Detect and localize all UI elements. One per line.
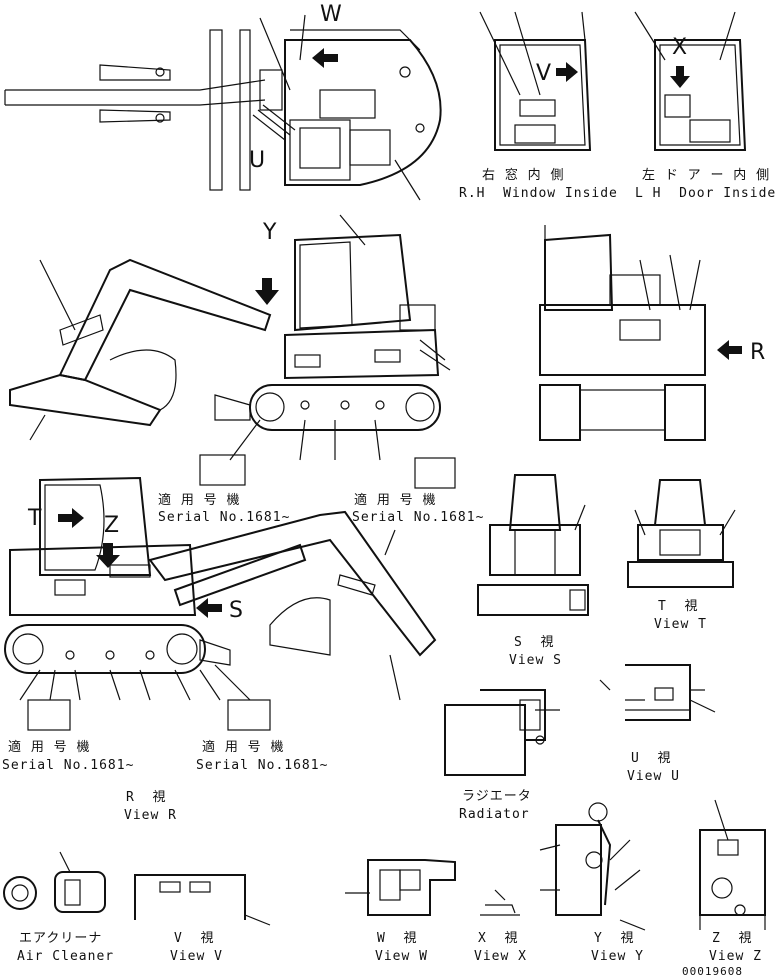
arrow-icon [312,48,338,68]
side-view-right-machine [9,214,456,489]
serial-label-en-1: Serial No.1681~ [158,510,291,525]
caption-view-u-en: View U [627,769,680,784]
serial-label-en-4: Serial No.1681~ [196,758,329,773]
view-t-seat [627,479,736,588]
view-u-illustration [625,664,716,721]
caption-view-z-jp: Z 視 [712,931,753,946]
caption-rh-window-en: R.H Window Inside [459,186,618,201]
serial-label-jp-4: 適 用 号 機 [202,740,285,755]
caption-radiator-jp: ラジエータ [462,789,532,804]
caption-air-cleaner-en: Air Cleaner [17,949,115,964]
top-view-machine [4,14,442,201]
arrow-icon [196,598,222,618]
caption-view-w-jp: W 視 [377,931,418,946]
view-s-seat [477,474,589,616]
serial-label-en-3: Serial No.1681~ [2,758,135,773]
caption-view-s-en: View S [509,653,562,668]
serial-label-jp-1: 適 用 号 機 [158,493,241,508]
caption-view-r-en: View R [124,808,177,823]
arrow-icon [670,66,690,88]
lh-door-view [634,11,747,151]
view-letter-w: W [320,2,342,27]
arrow-icon [58,508,84,528]
rear-view-machine [539,225,706,441]
caption-air-cleaner-jp: エアクリーナ [19,931,103,946]
caption-lh-door-en: L H Door Inside [635,186,775,201]
caption-lh-door-jp: 左 ド ア ー 内 側 [642,168,771,183]
caption-view-t-jp: T 視 [658,599,699,614]
caption-view-x-jp: X 視 [478,931,519,946]
caption-rh-window-jp: 右 窓 内 側 [482,168,565,183]
view-w-illustration [345,859,456,916]
caption-view-v-jp: V 視 [174,931,215,946]
air-cleaner-illustration [3,851,106,913]
caption-view-w-en: View W [375,949,428,964]
caption-view-x-en: View X [474,949,527,964]
caption-view-u-jp: U 視 [631,751,672,766]
caption-view-z-en: View Z [709,949,762,964]
view-x-illustration [480,889,520,916]
view-letter-z: Z [104,513,120,538]
serial-label-jp-2: 適 用 号 機 [354,493,437,508]
caption-view-r-jp: R 視 [126,790,167,805]
arrow-icon [96,543,120,568]
arrow-icon [556,62,578,82]
caption-view-y-jp: Y 視 [594,931,635,946]
side-view-left-machine [4,476,437,731]
arrow-icon [255,278,279,305]
view-z-illustration [699,799,766,930]
view-v-illustration [134,874,271,926]
view-letter-u: U [249,148,266,173]
caption-view-y-en: View Y [591,949,644,964]
drawing-number: 00019608 [682,965,743,978]
view-letter-t: T [28,506,42,531]
serial-label-en-2: Serial No.1681~ [352,510,485,525]
view-letter-y: Y [263,220,277,245]
caption-view-v-en: View V [170,949,223,964]
view-letter-r: R [750,340,766,365]
caption-radiator-en: Radiator [459,807,530,822]
arrow-icon [717,340,742,360]
view-letter-s: S [229,598,243,623]
rh-window-view [479,11,592,151]
caption-view-t-en: View T [654,617,707,632]
serial-label-jp-3: 適 用 号 機 [8,740,91,755]
view-y-illustration [539,802,646,931]
view-letter-v: V [536,61,552,86]
view-letter-x: X [672,35,688,60]
caption-view-s-jp: S 視 [514,635,555,650]
radiator-illustration [444,689,560,776]
